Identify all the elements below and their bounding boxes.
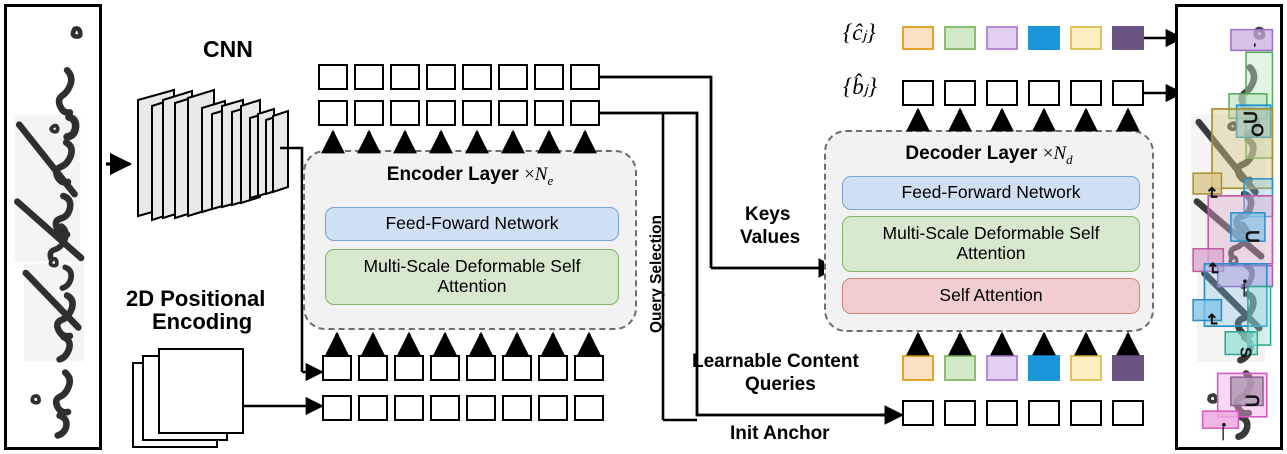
svg-text:O: O: [1248, 123, 1268, 137]
decoder-layer-title: Decoder Layer ×Nd: [905, 143, 1073, 167]
svg-text:ꓵ: ꓵ: [1240, 111, 1260, 124]
positional-encoding-label-line2: Encoding: [152, 309, 253, 334]
class-output-label: {ĉⱼ}: [843, 20, 876, 45]
learnable-content-queries-label-line1: Learnable Content: [692, 351, 859, 372]
encoder-feed-forward-network: Feed-Foward Network: [325, 207, 619, 241]
decoder-multi-scale-deformable-self-attention: Multi-Scale Deformable Self Attention: [842, 216, 1140, 272]
svg-text:↵: ↵: [1202, 186, 1221, 200]
svg-text:↵: ↵: [1202, 313, 1221, 327]
cnn-label: CNN: [203, 36, 253, 62]
decoder-feed-forward-network: Feed-Forward Network: [842, 176, 1140, 210]
positional-encoding-label-line1: 2D Positional: [126, 286, 266, 311]
svg-text:•—: •—: [1217, 423, 1232, 442]
init-anchor-label: Init Anchor: [730, 423, 830, 444]
svg-text:S: S: [1236, 347, 1254, 358]
box-output-label: {b̂ⱼ}: [843, 74, 877, 99]
positional-encoding-sheet-1: [158, 348, 244, 434]
input-handwriting-image: [4, 4, 102, 450]
keys-label: Keys: [745, 204, 791, 225]
learnable-content-queries-label-line2: Queries: [745, 374, 816, 395]
decoder-layer-module: Decoder Layer ×Nd Feed-Forward Network M…: [824, 130, 1154, 332]
decoder-self-attention: Self Attention: [842, 278, 1140, 314]
svg-text:-: -: [1249, 43, 1264, 47]
svg-text:•—: •—: [1237, 279, 1252, 298]
svg-text:ꓴ: ꓴ: [1242, 230, 1262, 243]
encoder-layer-title: Encoder Layer ×Ne: [386, 164, 554, 188]
svg-text:ꓵ: ꓵ: [1242, 394, 1262, 407]
encoder-multi-scale-deformable-self-attention: Multi-Scale Deformable Self Attention: [325, 249, 619, 305]
svg-text:↵: ↵: [1203, 262, 1222, 276]
values-label: Values: [740, 227, 801, 248]
encoder-layer-module: Encoder Layer ×Ne Feed-Foward Network Mu…: [303, 150, 637, 330]
query-selection-label: Query Selection: [648, 215, 665, 334]
output-detection-image: - ꓵ O ↵ ꓴ ↵ •— ↵ S ꓵ •—: [1175, 4, 1283, 450]
